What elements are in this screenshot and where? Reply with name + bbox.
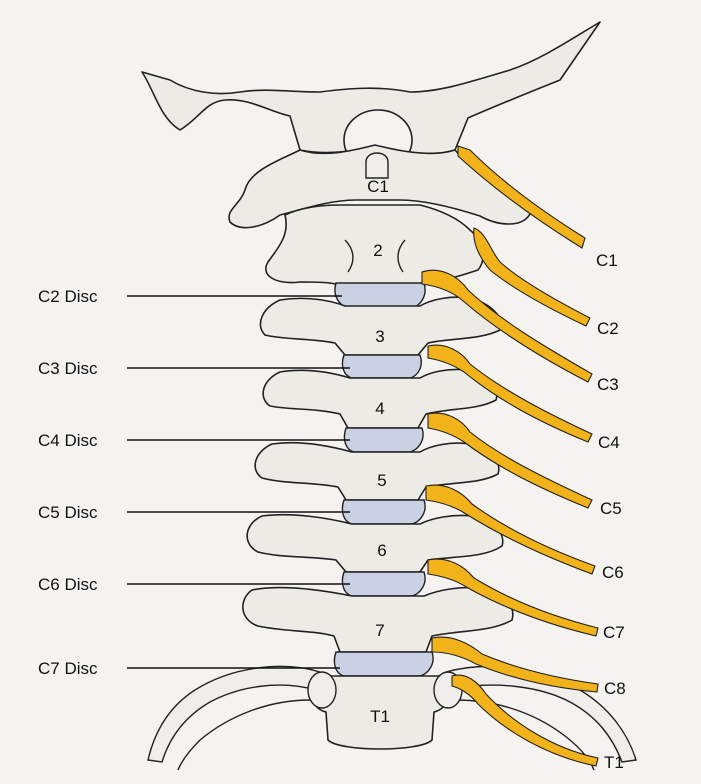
disc-c4 [344, 428, 423, 452]
vertebra-label-c2: 2 [373, 241, 382, 260]
nerve-label-t1: T1 [604, 753, 624, 772]
vertebra-label-c4: 4 [375, 399, 384, 418]
nerve-label-c2: C2 [597, 319, 619, 338]
vertebra-label-c7: 7 [375, 621, 384, 640]
disc-c3 [342, 355, 421, 378]
nerve-label-c1: C1 [596, 251, 618, 270]
vertebra-label-c6: 6 [377, 541, 386, 560]
first-rib-left [148, 666, 320, 762]
vertebra-label-c5: 5 [377, 471, 386, 490]
disc-label-c5: C5 Disc [38, 503, 98, 522]
disc-label-c2: C2 Disc [38, 287, 98, 306]
disc-label-c7: C7 Disc [38, 659, 98, 678]
disc-label-c3: C3 Disc [38, 359, 98, 378]
vertebra-c7 [243, 587, 513, 652]
dens [366, 153, 388, 178]
disc-c2 [335, 283, 425, 308]
nerve-label-c6: C6 [602, 563, 624, 582]
vertebra-label-c1: C1 [367, 177, 389, 196]
nerve-label-c7: C7 [603, 623, 625, 642]
vertebra-label-c3: 3 [375, 327, 384, 346]
disc-label-c6: C6 Disc [38, 575, 98, 594]
vertebra-c6 [247, 515, 503, 572]
disc-label-c4: C4 Disc [38, 431, 98, 450]
nerve-label-c5: C5 [600, 499, 622, 518]
disc-c7 [334, 652, 433, 676]
nerve-label-c3: C3 [597, 375, 619, 394]
disc-c5 [342, 500, 425, 524]
vertebra-label-t1: T1 [370, 707, 390, 726]
nerve-label-c4: C4 [598, 433, 620, 452]
t1-facet-left [308, 672, 336, 708]
nerve-label-c8: C8 [604, 679, 626, 698]
disc-c6 [342, 572, 425, 596]
